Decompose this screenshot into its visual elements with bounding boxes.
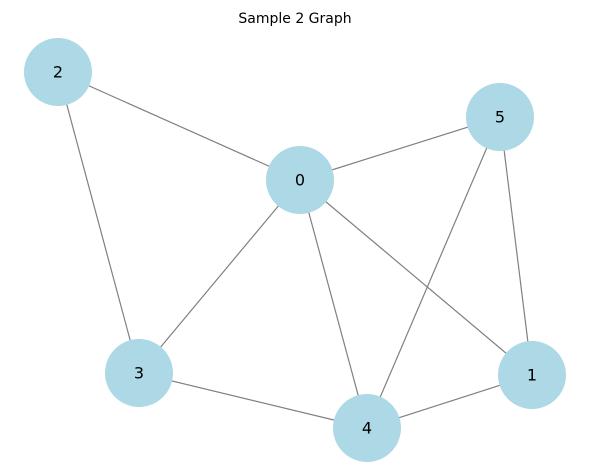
node-circle-1 bbox=[498, 341, 566, 409]
edge-5-4 bbox=[366, 116, 501, 429]
edge-3-4 bbox=[138, 372, 368, 429]
node-circle-3 bbox=[105, 339, 173, 407]
node-3: 3 bbox=[105, 339, 173, 407]
node-label-5: 5 bbox=[495, 108, 505, 127]
node-2: 2 bbox=[24, 38, 92, 106]
edge-0-1 bbox=[299, 179, 533, 376]
node-label-1: 1 bbox=[527, 366, 537, 385]
edges-layer bbox=[57, 71, 533, 429]
node-label-3: 3 bbox=[134, 364, 144, 383]
node-1: 1 bbox=[498, 341, 566, 409]
node-label-4: 4 bbox=[362, 419, 372, 438]
edge-0-5 bbox=[299, 116, 501, 181]
edge-0-3 bbox=[138, 179, 301, 374]
node-5: 5 bbox=[466, 83, 534, 151]
node-4: 4 bbox=[333, 394, 401, 462]
edge-2-3 bbox=[57, 71, 140, 374]
node-circle-2 bbox=[24, 38, 92, 106]
edge-0-2 bbox=[57, 71, 301, 181]
graph-title: Sample 2 Graph bbox=[238, 11, 352, 27]
nodes-layer: 0 1 2 3 4 5 bbox=[24, 38, 566, 462]
node-circle-0 bbox=[266, 146, 334, 214]
edge-0-4 bbox=[299, 179, 368, 429]
node-0: 0 bbox=[266, 146, 334, 214]
node-circle-5 bbox=[466, 83, 534, 151]
node-label-2: 2 bbox=[53, 63, 63, 82]
node-label-0: 0 bbox=[295, 171, 305, 190]
edge-5-1 bbox=[499, 116, 533, 376]
node-circle-4 bbox=[333, 394, 401, 462]
